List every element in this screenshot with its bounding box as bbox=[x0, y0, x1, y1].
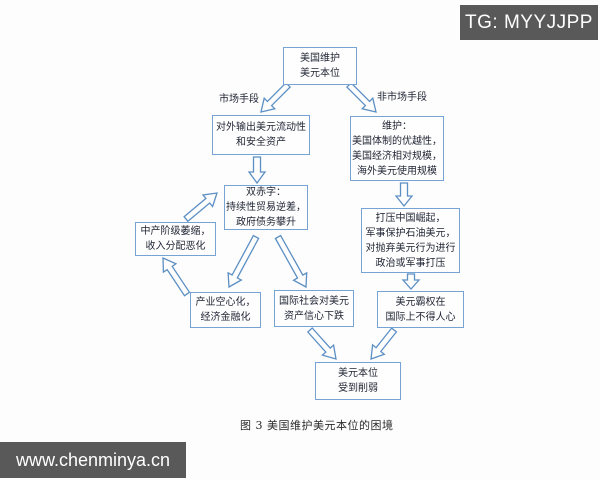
node-text-line: 和安全资产 bbox=[236, 137, 286, 148]
arrow-hollowing-to-middle_class bbox=[162, 256, 191, 297]
arrow-us_maintain-to-maintain_pillars bbox=[345, 81, 377, 113]
arrow-hegemony-to-weakened bbox=[370, 327, 398, 360]
node-text-line: 海外美元使用规模 bbox=[357, 165, 437, 177]
node-text-line: 双赤字： bbox=[246, 187, 286, 198]
node-hegemony: 美元霸权在 国际上不得人心 bbox=[377, 291, 464, 328]
node-text-line: 中产阶级萎缩， bbox=[140, 226, 211, 237]
node-text-line: 产业空心化， bbox=[195, 297, 256, 308]
edge-label-market-means: 市场手段 bbox=[219, 94, 259, 105]
telegram-watermark: TG: MYYJJPP bbox=[460, 5, 598, 40]
node-text-line: 政府债务攀升 bbox=[236, 217, 296, 228]
node-text-line: 美元本位 bbox=[300, 68, 340, 79]
arrow-maintain_pillars-to-suppress bbox=[394, 182, 414, 208]
node-text-line: 资产信心下跌 bbox=[284, 310, 344, 322]
node-text-line: 美国维护 bbox=[300, 53, 340, 64]
arrow-us_maintain-to-export_liquidity bbox=[260, 81, 292, 113]
node-weakened: 美元本位 受到削弱 bbox=[315, 362, 401, 400]
node-twin-deficits: 双赤字： 持续性贸易逆差， 政府债务攀升 bbox=[224, 185, 308, 230]
arrow-twin_deficits-to-hollowing bbox=[227, 234, 260, 289]
node-middle-class: 中产阶级萎缩， 收入分配恶化 bbox=[135, 222, 216, 256]
telegram-watermark-text: TG: MYYJJPP bbox=[465, 11, 593, 33]
edge-label-nonmarket-means: 非市场手段 bbox=[377, 92, 427, 103]
node-text-line: 国际上不得人心 bbox=[385, 311, 456, 323]
node-text-line: 维护： bbox=[382, 120, 412, 132]
node-text-line: 美元霸权在 bbox=[395, 296, 446, 308]
node-text-line: 打压中国崛起， bbox=[375, 212, 446, 224]
website-watermark-text: www.chenminya.cn bbox=[15, 449, 171, 470]
node-text-line: 对外输出美元流动性 bbox=[216, 122, 306, 133]
node-suppress: 打压中国崛起， 军事保护石油美元， 对抛弃美元行为进行 政治或军事打压 bbox=[361, 208, 460, 273]
node-text-line: 美国经济相对规模， bbox=[352, 150, 442, 162]
node-text-line: 收入分配恶化 bbox=[145, 241, 206, 252]
node-hollowing: 产业空心化， 经济金融化 bbox=[190, 292, 261, 328]
node-text-line: 国际社会对美元 bbox=[279, 295, 349, 307]
node-text-line: 军事保护石油美元， bbox=[365, 227, 456, 239]
arrow-twin_deficits-to-confidence bbox=[274, 234, 308, 289]
node-text-line: 美国体制的优越性， bbox=[352, 135, 442, 147]
arrow-suppress-to-hegemony bbox=[401, 273, 421, 290]
arrow-middle_class-to-twin_deficits bbox=[183, 192, 218, 223]
arrow-export_liquidity-to-twin_deficits bbox=[247, 156, 267, 185]
node-text-line: 政治或军事打压 bbox=[375, 257, 446, 269]
node-text-line: 对抛弃美元行为进行 bbox=[365, 242, 456, 254]
node-text-line: 受到削弱 bbox=[338, 383, 378, 394]
node-text-line: 美元本位 bbox=[338, 368, 378, 379]
node-confidence: 国际社会对美元 资产信心下跌 bbox=[274, 290, 354, 327]
node-maintain-pillars: 维护： 美国体制的优越性， 美国经济相对规模， 海外美元使用规模 bbox=[350, 116, 444, 181]
node-text-line: 经济金融化 bbox=[200, 312, 251, 323]
arrow-confidence-to-weakened bbox=[306, 327, 337, 360]
node-text-line: 持续性贸易逆差， bbox=[226, 202, 306, 213]
node-export-liquidity: 对外输出美元流动性 和安全资产 bbox=[212, 115, 310, 155]
figure-caption: 图 3 美国维护美元本位的困境 bbox=[240, 419, 394, 432]
node-us-maintain: 美国维护 美元本位 bbox=[283, 47, 357, 85]
website-watermark: www.chenminya.cn bbox=[0, 442, 186, 478]
